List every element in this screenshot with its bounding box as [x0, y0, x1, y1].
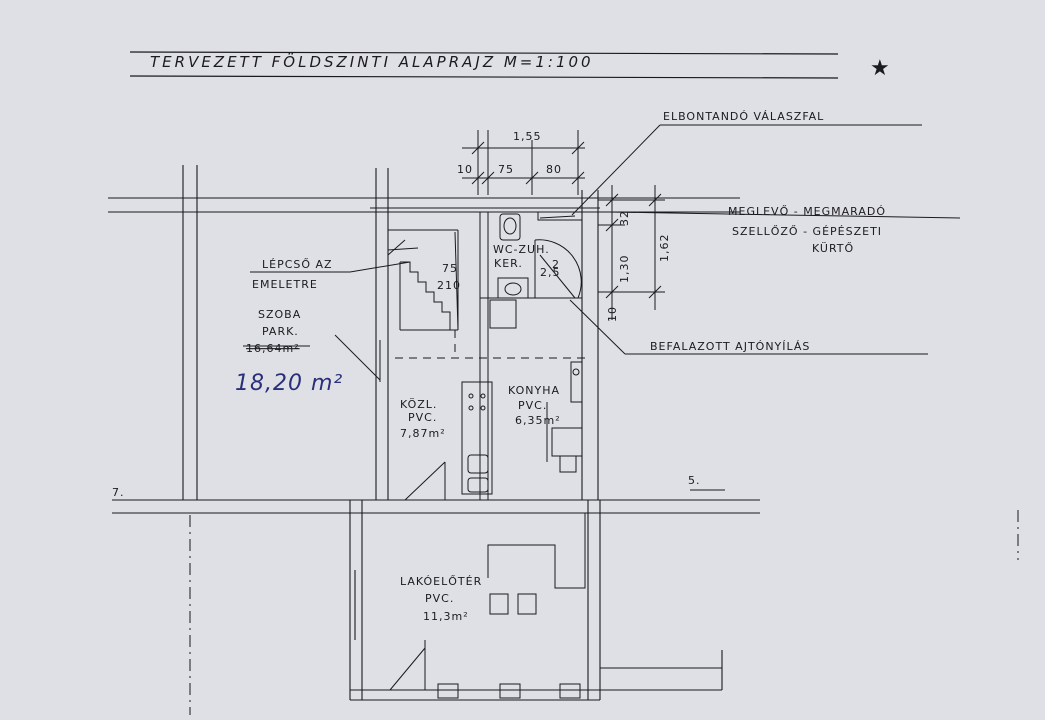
star-mark: ★ — [870, 56, 891, 81]
dim-v162: 1,62 — [658, 234, 671, 263]
leader-stair — [250, 261, 411, 273]
lakoeloter-walls — [349, 500, 723, 701]
dim-stair-width: 75 — [442, 262, 458, 275]
konyha-area: 6,35m² — [515, 414, 561, 427]
dashdot-axis-lines — [189, 510, 1019, 715]
label-stair-1: LÉPCSŐ AZ — [262, 257, 333, 271]
drawing-title: TERVEZETT FÖLDSZINTI ALAPRAJZ M=1:100 — [150, 52, 594, 71]
label-existing-3: KÜRTŐ — [812, 241, 854, 255]
szoba-area-old: 16,64m² — [246, 342, 300, 355]
szoba-walls — [182, 165, 389, 500]
label-demolish-wall: ELBONTANDÓ VÁLASZFAL — [663, 110, 824, 123]
title-underline — [129, 51, 839, 79]
dim-v10: 10 — [606, 306, 619, 322]
lakoeloter-fixtures — [389, 512, 586, 701]
wc-floor: KER. — [494, 257, 523, 270]
kitchen-fixtures — [461, 299, 583, 495]
right-dimension-lines — [598, 185, 665, 320]
wc-name: WC-ZUH. — [493, 243, 550, 256]
kozl-floor: PVC. — [408, 411, 437, 424]
top-dimension-lines — [462, 130, 585, 195]
kozl-area: 7,87m² — [400, 427, 446, 440]
dim-stair-height: 210 — [437, 279, 461, 292]
lakoeloter-name: LAKÓELŐTÉR — [400, 574, 482, 588]
dim-total-width: 1,55 — [513, 130, 542, 143]
label-existing-1: MEGLEVŐ - MEGMARADÓ — [728, 204, 886, 218]
szoba-name: SZOBA — [258, 308, 301, 321]
szoba-floor: PARK. — [262, 325, 299, 338]
label-existing-2: SZELLŐZŐ - GÉPÉSZETI — [732, 224, 882, 238]
szoba-area-new: 18,20 m² — [235, 371, 343, 396]
dim-75: 75 — [498, 163, 514, 176]
label-walled-door: BEFALAZOTT AJTÓNYÍLÁS — [650, 340, 810, 353]
label-stair-2: EMELETRE — [252, 278, 318, 291]
leader-demolish-wall — [571, 124, 922, 216]
axis-lines — [112, 489, 760, 514]
dim-v130: 1,30 — [618, 255, 631, 284]
lakoeloter-area: 11,3m² — [423, 610, 469, 623]
konyha-name: KONYHA — [508, 384, 560, 397]
dim-80: 80 — [546, 163, 562, 176]
kozl-name: KÖZL. — [400, 398, 437, 411]
axis-label-5: 5. — [688, 474, 701, 487]
staircase — [387, 229, 459, 331]
dim-wc-small-2: 2 — [552, 258, 560, 271]
konyha-floor: PVC. — [518, 399, 547, 412]
dim-v32: 32 — [618, 210, 631, 226]
leader-existing-chimney — [609, 211, 961, 219]
dashed-lines — [395, 330, 590, 359]
szoba-door-swing — [334, 334, 381, 382]
kozl-entry-door — [404, 461, 446, 501]
dim-wc-small-1: 2,5 — [540, 266, 561, 279]
lakoeloter-floor: PVC. — [425, 592, 454, 605]
dim-10: 10 — [457, 163, 473, 176]
axis-label-7: 7. — [112, 486, 125, 499]
